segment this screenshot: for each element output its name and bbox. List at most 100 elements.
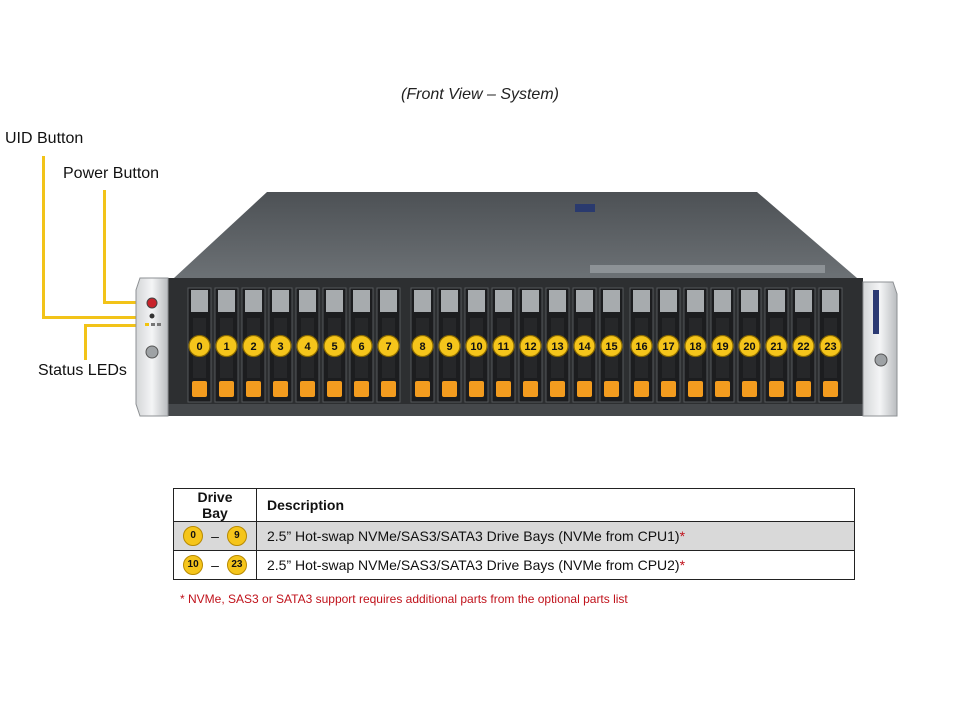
brand-logo-strip [873, 290, 879, 334]
drive-handle [353, 290, 370, 312]
drive-latch [442, 381, 457, 397]
drive-latch [415, 381, 430, 397]
drive-bay-badge [296, 334, 319, 358]
bay-badge-end: 9 [226, 526, 247, 546]
drive-bay-badge [765, 334, 788, 358]
drive-latch [550, 381, 565, 397]
drive-bay-badge [323, 334, 346, 358]
drive-latch [823, 381, 838, 397]
drive-bay-number: 20 [743, 341, 755, 353]
description-text: 2.5” Hot-swap NVMe/SAS3/SATA3 Drive Bays… [267, 528, 680, 544]
drive-bay-badge [350, 334, 373, 358]
drive-handle [714, 290, 731, 312]
drive-bay-number: 21 [770, 341, 782, 353]
drive-bay-number: 9 [446, 341, 452, 353]
drive-bay-number: 4 [304, 341, 311, 353]
drive-handle [380, 290, 397, 312]
drive-bay-badge [465, 334, 488, 358]
bay-range-cell: 0–9 [173, 521, 257, 551]
drive-handle [822, 290, 839, 312]
drive-bay-badge [519, 334, 542, 358]
top-cover-tab [575, 204, 595, 212]
drive-bay-badge [711, 334, 734, 358]
drive-handle [299, 290, 316, 312]
drive-latch [273, 381, 288, 397]
header-drive-bay: Drive Bay [173, 488, 257, 522]
drive-latch [327, 381, 342, 397]
uid-button-label: UID Button [5, 130, 84, 147]
drive-bay-badge [269, 334, 292, 358]
drive-bay-number: 15 [605, 341, 617, 353]
drive-bay-badge [411, 334, 434, 358]
drive-bay-number: 22 [797, 341, 809, 353]
drive-bay-number: 2 [250, 341, 256, 353]
uid-leader-horizontal [42, 316, 142, 319]
drive-latch [300, 381, 315, 397]
power-button-icon [146, 297, 158, 309]
drive-handle [245, 290, 262, 312]
top-cover-label [590, 265, 825, 273]
bay-badge-start: 0 [183, 526, 204, 546]
drive-latch [577, 381, 592, 397]
drive-bay-number: 6 [358, 341, 364, 353]
description-cell: 2.5” Hot-swap NVMe/SAS3/SATA3 Drive Bays… [256, 550, 855, 580]
uid-button-icon [149, 313, 155, 319]
range-dash: – [211, 557, 219, 573]
drive-bay-table: Drive Bay Description 0–9 2.5” Hot-swap … [173, 488, 855, 580]
drive-latch [354, 381, 369, 397]
drive-latch [246, 381, 261, 397]
drive-bay-badge [215, 334, 238, 358]
description-text: 2.5” Hot-swap NVMe/SAS3/SATA3 Drive Bays… [267, 557, 680, 573]
footnote-marker: * [679, 557, 686, 573]
table-row: 0–9 2.5” Hot-swap NVMe/SAS3/SATA3 Drive … [173, 521, 855, 551]
drive-latch [496, 381, 511, 397]
drive-latch [688, 381, 703, 397]
drive-handle [326, 290, 343, 312]
drive-bay-badge [377, 334, 400, 358]
drive-handle [218, 290, 235, 312]
bay-badge-start: 10 [183, 555, 204, 575]
drive-handle [741, 290, 758, 312]
front-bottom-lip [168, 404, 863, 416]
drive-bay-badge [573, 334, 596, 358]
drive-handle [768, 290, 785, 312]
drive-handle [522, 290, 539, 312]
description-cell: 2.5” Hot-swap NVMe/SAS3/SATA3 Drive Bays… [256, 521, 855, 551]
drive-bay-number: 23 [824, 341, 836, 353]
footnote: * NVMe, SAS3 or SATA3 support requires a… [180, 592, 628, 606]
status-led-1 [145, 323, 149, 326]
chassis-top-cover [174, 192, 857, 278]
drive-latch [742, 381, 757, 397]
drive-bay-number: 17 [662, 341, 674, 353]
drive-bay-badge [600, 334, 623, 358]
drive-latch [634, 381, 649, 397]
header-description: Description [256, 488, 855, 522]
drive-latch [796, 381, 811, 397]
drive-latch [661, 381, 676, 397]
status-led-2 [151, 323, 155, 326]
figure-caption: (Front View – System) [401, 86, 559, 103]
drive-handle [660, 290, 677, 312]
drive-bay-badge [242, 334, 265, 358]
drive-latch [219, 381, 234, 397]
status-leader-horizontal [84, 324, 142, 327]
table-row: 10–23 2.5” Hot-swap NVMe/SAS3/SATA3 Driv… [173, 550, 855, 580]
status-leader-vertical [84, 324, 87, 360]
drive-bay-badge [657, 334, 680, 358]
drive-handle [191, 290, 208, 312]
drive-handle [549, 290, 566, 312]
drive-latch [715, 381, 730, 397]
drive-bay-badge [546, 334, 569, 358]
right-thumbscrew [874, 353, 888, 367]
drive-bay-badge [819, 334, 842, 358]
drive-handle [495, 290, 512, 312]
drive-handle [441, 290, 458, 312]
drive-bay-badge [438, 334, 461, 358]
uid-leader-vertical [42, 156, 45, 318]
drive-handle [272, 290, 289, 312]
drive-bay-number: 11 [498, 341, 510, 353]
drive-bay-number: 14 [578, 341, 591, 353]
drive-bay-badge [630, 334, 653, 358]
drive-bay-badge [738, 334, 761, 358]
